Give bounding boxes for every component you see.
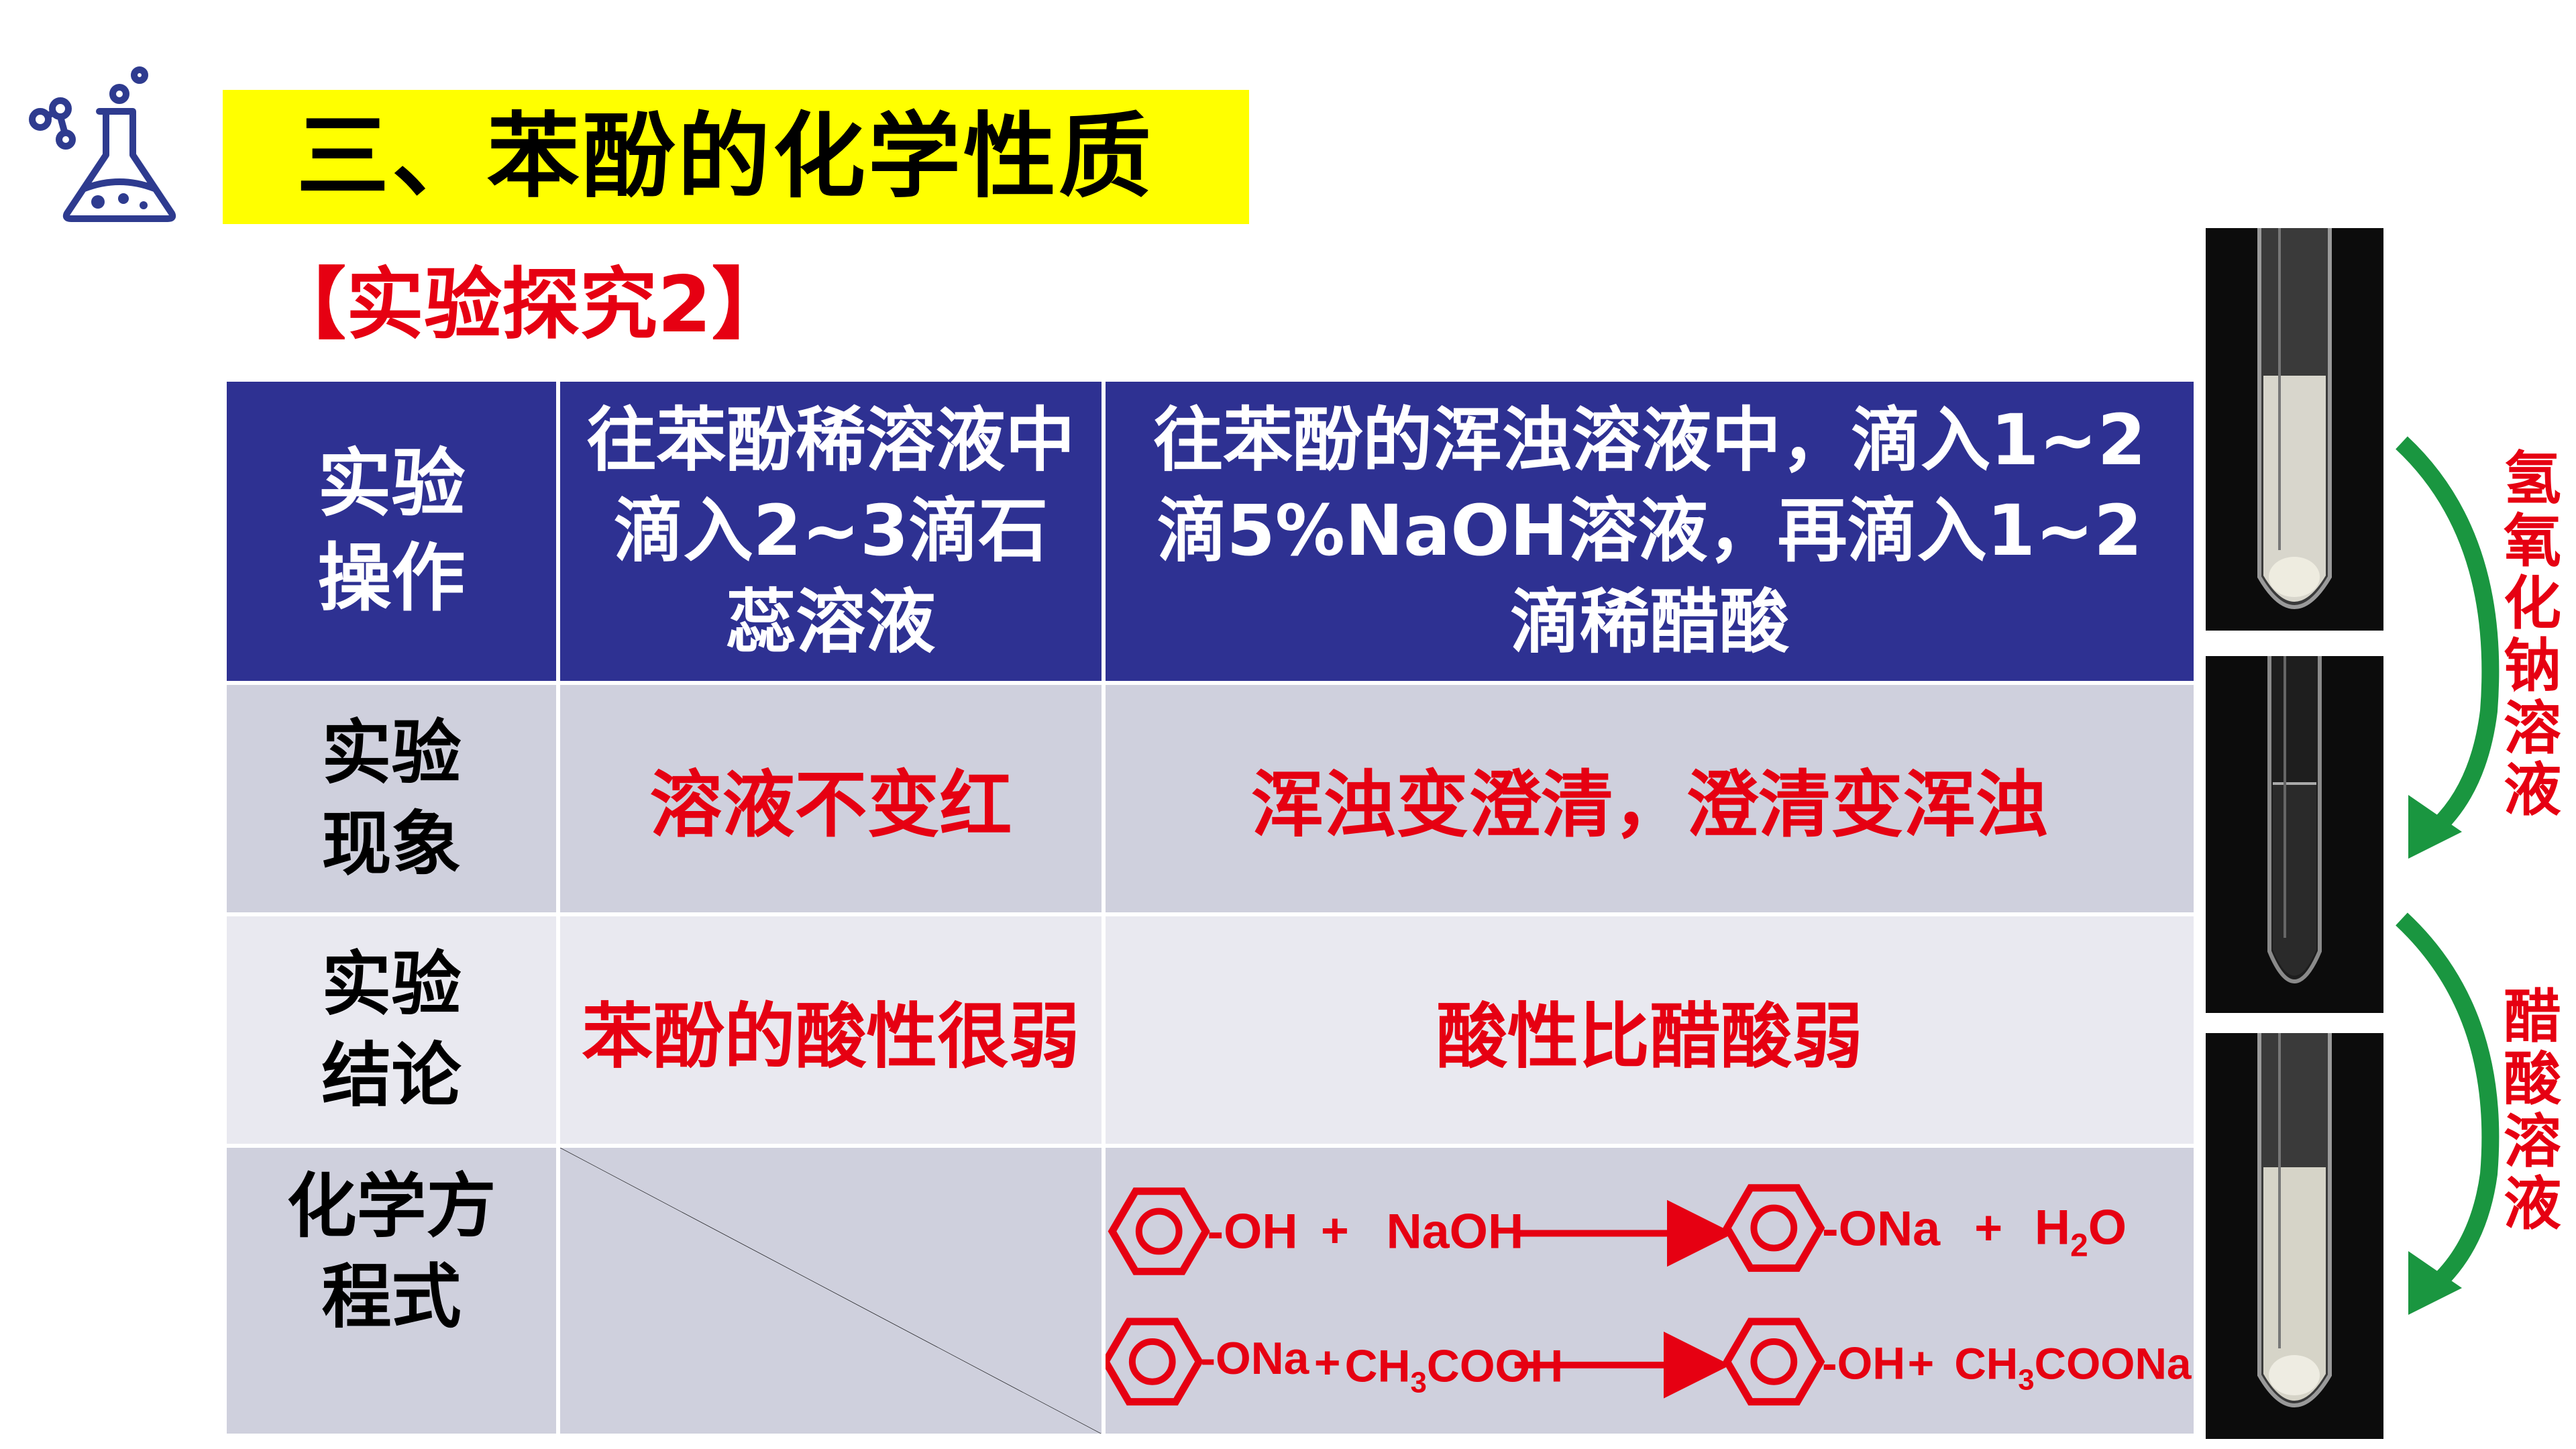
eq2-plus1: + bbox=[1314, 1338, 1341, 1389]
curved-arrow-icon bbox=[2396, 912, 2500, 1315]
header-col1-text: 往苯酚稀溶液中滴入2~3滴石蕊溶液 bbox=[586, 399, 1075, 663]
section-subtitle: 【实验探究2】 bbox=[268, 260, 790, 350]
table-row-conclusion: 实验结论 苯酚的酸性很弱 酸性比醋酸弱 bbox=[223, 912, 2198, 1148]
benzene-ring-icon bbox=[1727, 1188, 1821, 1269]
benzene-ring-icon bbox=[1112, 1191, 1205, 1272]
eq1-product-group: H2O bbox=[2035, 1199, 2127, 1263]
table-header-row: 实验 操作 往苯酚稀溶液中滴入2~3滴石蕊溶液 往苯酚的浑浊溶液中，滴入1~2滴… bbox=[223, 378, 2198, 685]
header-col2-text: 往苯酚的浑浊溶液中，滴入1~2滴5%NaOH溶液，再滴入1~2滴稀醋酸 bbox=[1153, 399, 2146, 663]
equation-label: 化学方程式 bbox=[286, 1165, 496, 1338]
header-label-cell: 实验 操作 bbox=[223, 378, 560, 685]
conclusion-label-cell: 实验结论 bbox=[223, 912, 560, 1148]
eq1-plus2: + bbox=[1974, 1201, 2002, 1254]
eq2-product-b: COONa bbox=[2035, 1339, 2192, 1389]
eq1-product-sub: 2 bbox=[2070, 1228, 2088, 1263]
curved-arrow-icon bbox=[2396, 436, 2500, 859]
eq1-product-tail: O bbox=[2088, 1199, 2127, 1254]
side-label-acetic-acid: 醋酸溶液 bbox=[2504, 983, 2561, 1238]
equation-label-cell: 化学方程式 bbox=[223, 1143, 560, 1438]
test-tube-photo-3 bbox=[2206, 1033, 2383, 1439]
eq1-reagent: NaOH bbox=[1386, 1203, 1523, 1258]
eq2-left-group: -ONa bbox=[1200, 1334, 1309, 1384]
eq1-right-group: -ONa bbox=[1822, 1200, 1941, 1256]
eq2-product-group: CH3COONa bbox=[1954, 1339, 2192, 1397]
eq2-product-a: CH bbox=[1954, 1339, 2018, 1389]
eq2-plus2: + bbox=[1908, 1339, 1935, 1389]
chemistry-flask-icon bbox=[29, 66, 176, 222]
table-row-phenomenon: 实验现象 溶液不变红 浑浊变澄清，澄清变浑浊 bbox=[223, 681, 2198, 916]
eq2-reagent-a: CH bbox=[1345, 1342, 1411, 1392]
conclusion-col1-text: 苯酚的酸性很弱 bbox=[582, 995, 1080, 1078]
equation-empty-cell bbox=[556, 1143, 1106, 1438]
eq2-product-sub: 3 bbox=[2018, 1364, 2034, 1397]
equation-formulas-cell: -OH + NaOH -ONa + H2O -ONa + CH3COOH bbox=[1102, 1143, 2198, 1438]
phenomenon-col2-cell: 浑浊变澄清，澄清变浑浊 bbox=[1102, 681, 2198, 916]
phenomenon-col1-cell: 溶液不变红 bbox=[556, 681, 1106, 916]
benzene-ring-icon bbox=[1106, 1322, 1199, 1402]
phenomenon-label: 实验现象 bbox=[321, 712, 462, 885]
conclusion-col1-cell: 苯酚的酸性很弱 bbox=[556, 912, 1106, 1148]
title-banner: 三、苯酚的化学性质 bbox=[223, 90, 1249, 224]
page-title: 三、苯酚的化学性质 bbox=[297, 103, 1155, 211]
eq1-product: H bbox=[2035, 1199, 2070, 1254]
eq2-reagent-sub: 3 bbox=[1411, 1366, 1427, 1399]
conclusion-label: 实验结论 bbox=[321, 943, 462, 1116]
eq2-right-group: -OH bbox=[1822, 1339, 1905, 1389]
header-col1-cell: 往苯酚稀溶液中滴入2~3滴石蕊溶液 bbox=[556, 378, 1106, 685]
benzene-ring-icon bbox=[1727, 1322, 1821, 1402]
diagonal-divider bbox=[560, 1148, 1102, 1434]
header-label: 实验 操作 bbox=[317, 441, 466, 621]
side-label-sodium-hydroxide: 氢氧化钠溶液 bbox=[2504, 445, 2561, 824]
eq1-plus1: + bbox=[1321, 1203, 1349, 1257]
table-row-equation: 化学方程式 -OH + bbox=[223, 1143, 2198, 1438]
phenomenon-col2-text: 浑浊变澄清，澄清变浑浊 bbox=[1250, 763, 2048, 847]
header-col2-cell: 往苯酚的浑浊溶液中，滴入1~2滴5%NaOH溶液，再滴入1~2滴稀醋酸 bbox=[1102, 378, 2198, 685]
conclusion-col2-text: 酸性比醋酸弱 bbox=[1436, 995, 1863, 1078]
equation-diagram: -OH + NaOH -ONa + H2O -ONa + CH3COOH bbox=[1106, 1148, 2192, 1434]
conclusion-col2-cell: 酸性比醋酸弱 bbox=[1102, 912, 2198, 1148]
phenomenon-label-cell: 实验现象 bbox=[223, 681, 560, 916]
eq2-reagent-group: CH3COOH bbox=[1345, 1342, 1563, 1399]
experiment-table: 实验 操作 往苯酚稀溶液中滴入2~3滴石蕊溶液 往苯酚的浑浊溶液中，滴入1~2滴… bbox=[223, 378, 2198, 1438]
phenomenon-col1-text: 溶液不变红 bbox=[649, 763, 1012, 847]
test-tube-photo-2 bbox=[2206, 656, 2383, 1013]
test-tube-photo-1 bbox=[2206, 228, 2383, 631]
eq1-left-group: -OH bbox=[1207, 1203, 1297, 1258]
